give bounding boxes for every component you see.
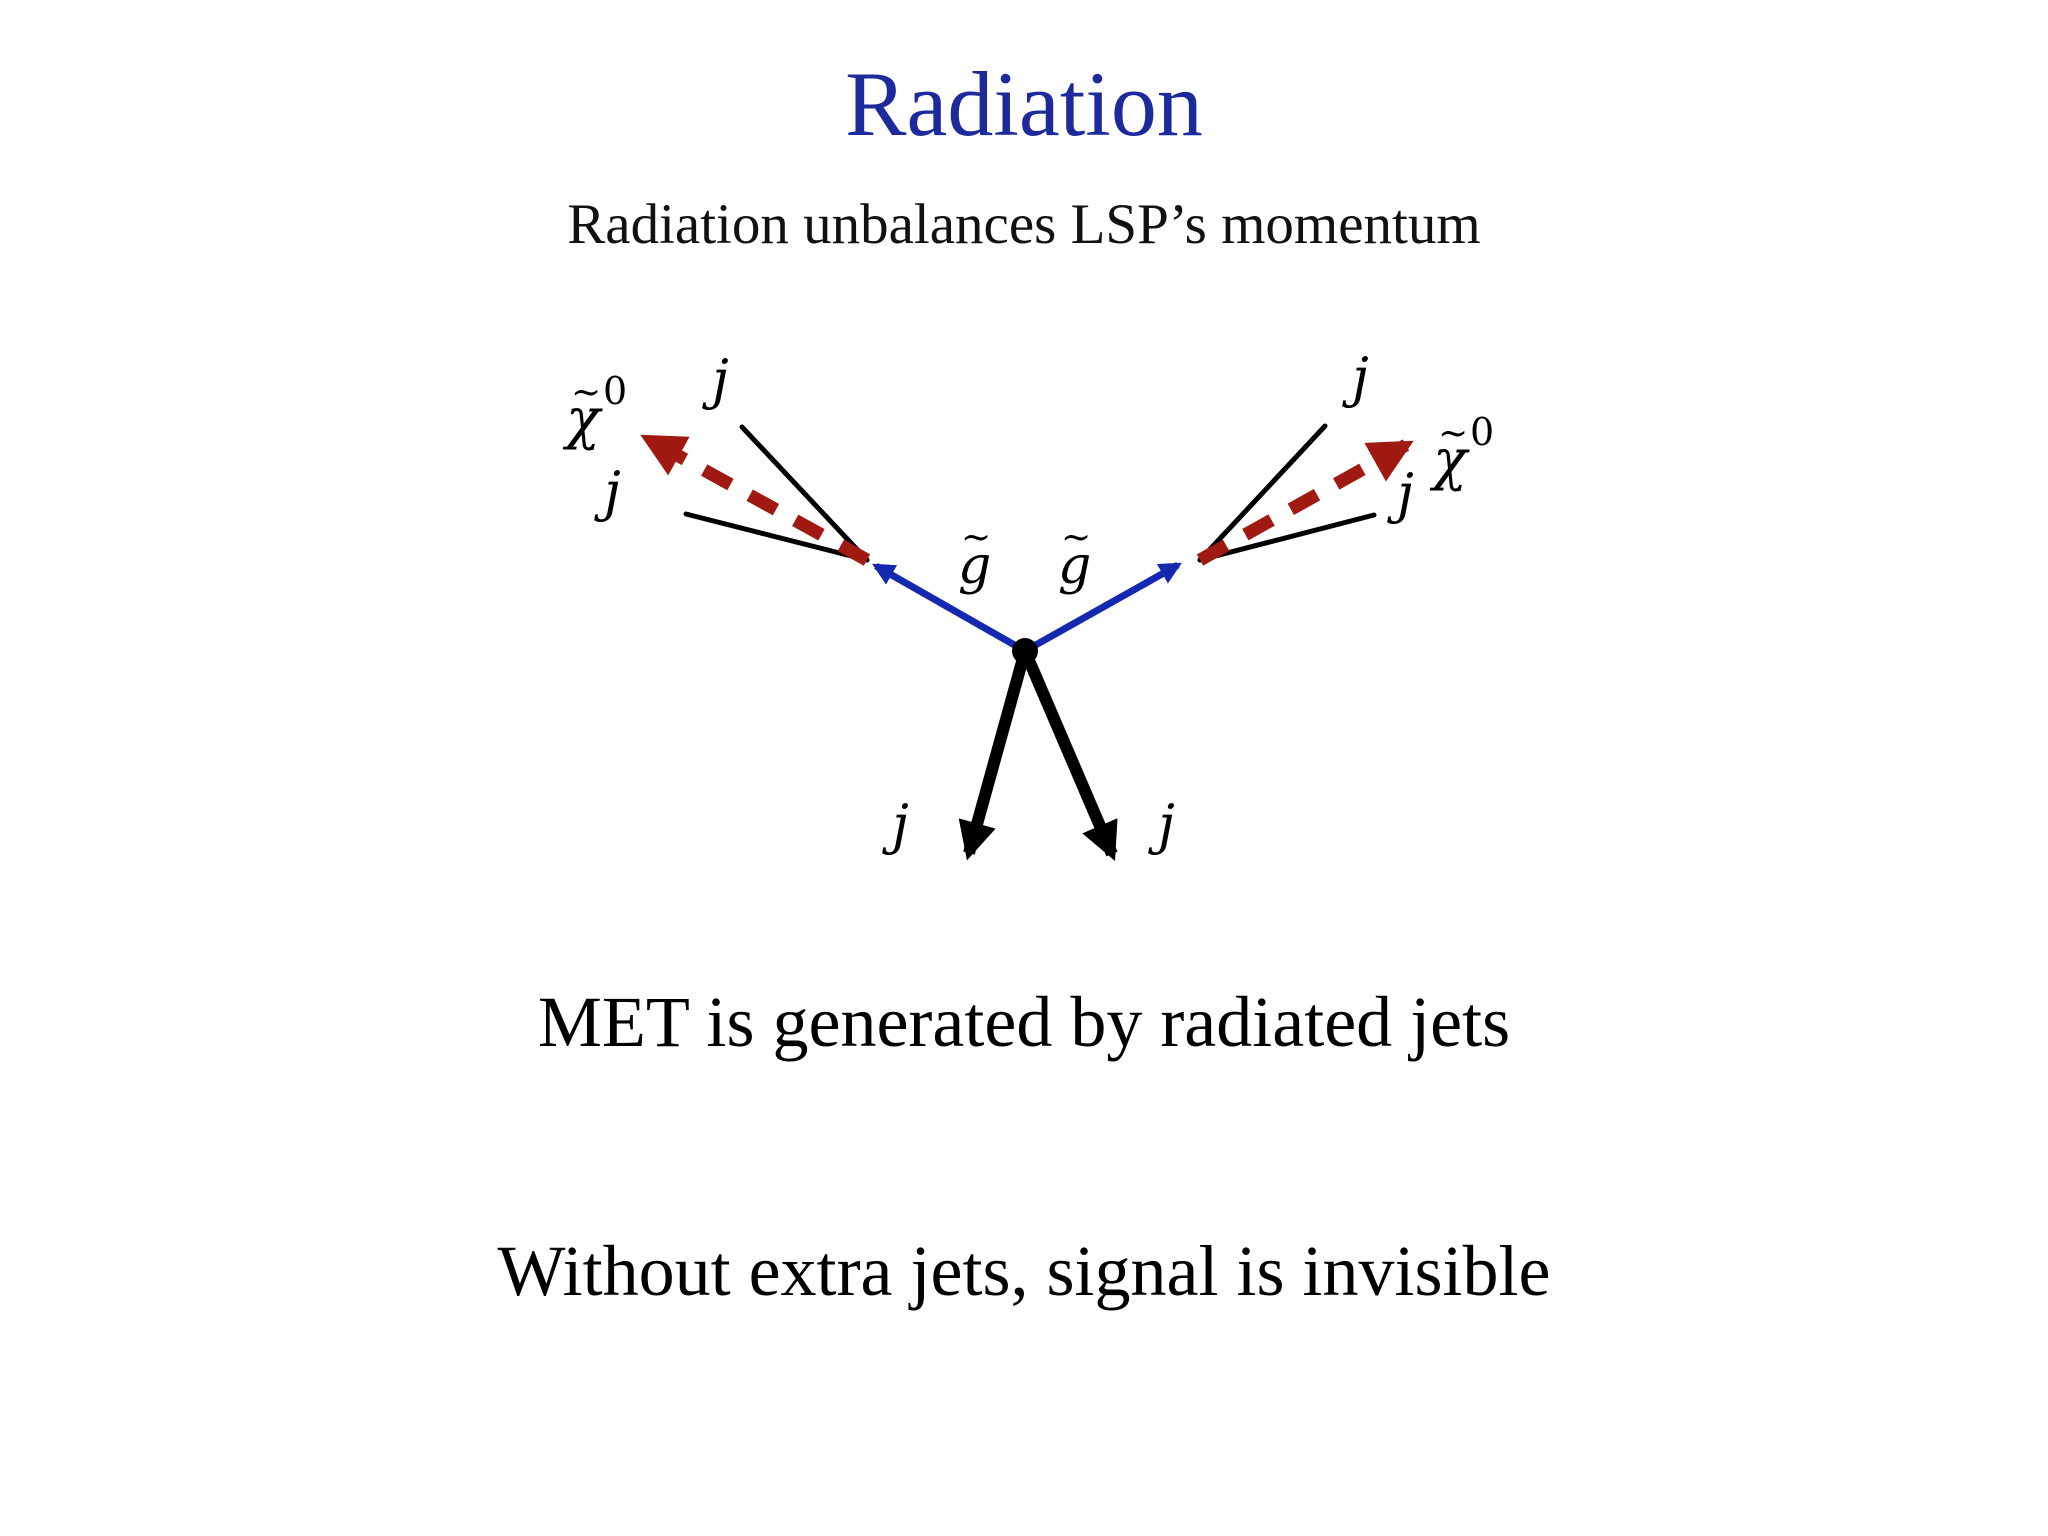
neutralino-letter-left: χ: [562, 387, 603, 452]
right-lower-jet-line: [1197, 512, 1377, 563]
neutralino-superscript-right: 0: [1470, 410, 1494, 454]
bottom-left-jet-arrow: [958, 649, 1031, 861]
gluino-tilde-left: ~: [961, 517, 991, 558]
slide-title: Radiation: [845, 53, 1203, 155]
neutralino-superscript-left: 0: [603, 369, 627, 413]
met-statement: MET is generated by radiated jets: [537, 982, 1511, 1062]
neutralino-label-left: ~ χ 0: [562, 369, 627, 452]
jet-label-right-upper: j: [1342, 346, 1369, 409]
invisible-signal-statement: Without extra jets, signal is invisible: [497, 1231, 1551, 1311]
right-neutralino-arrow: [1196, 439, 1414, 566]
gluino-label-right: ~ g: [1058, 517, 1091, 596]
gluino-letter-right: g: [1058, 536, 1091, 596]
left-gluino-arrow: [872, 562, 1027, 655]
jet-label-bottom-right: j: [1148, 793, 1175, 856]
neutralino-tilde-left: ~: [571, 372, 601, 413]
jet-label-left-upper: j: [702, 348, 729, 411]
bottom-right-jet-arrow: [1019, 648, 1118, 862]
interaction-vertex: [1012, 638, 1038, 664]
neutralino-tilde-right: ~: [1438, 413, 1468, 454]
slide-subtitle: Radiation unbalances LSP’s momentum: [567, 193, 1481, 256]
right-gluino-arrow: [1023, 561, 1182, 655]
gluino-letter-left: g: [958, 536, 991, 596]
jet-label-bottom-left: j: [882, 793, 909, 856]
gluino-label-left: ~ g: [958, 517, 991, 596]
left-upper-jet-line: [739, 424, 870, 563]
left-neutralino-arrow: [640, 433, 871, 566]
neutralino-label-right: ~ χ 0: [1429, 410, 1494, 493]
left-lower-jet-line: [683, 511, 870, 563]
jet-label-right-lower: j: [1387, 462, 1414, 525]
jet-label-left-lower: j: [594, 460, 621, 523]
gluino-tilde-right: ~: [1061, 517, 1091, 558]
right-upper-jet-line: [1197, 423, 1328, 563]
neutralino-letter-right: χ: [1429, 428, 1470, 493]
